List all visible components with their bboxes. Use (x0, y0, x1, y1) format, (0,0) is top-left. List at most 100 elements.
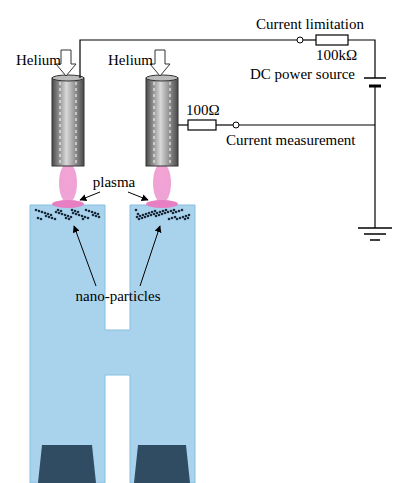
nano-particle (75, 213, 78, 216)
nano-particle (94, 212, 97, 215)
nano-particle (84, 216, 87, 219)
nano-particle (188, 214, 191, 217)
electrode-left (38, 445, 96, 483)
nano-particle (38, 210, 41, 213)
tube-left-top (52, 75, 84, 81)
resistance-value: 100kΩ (316, 47, 357, 64)
nano-particle (92, 214, 95, 217)
nano-particle (48, 216, 51, 219)
gas-label: Helium (108, 52, 153, 69)
nano-particle (97, 213, 100, 216)
helium-arrow (150, 50, 170, 76)
nano-particle (178, 210, 181, 213)
nano-particle (141, 217, 144, 220)
nano-particle (40, 218, 43, 221)
leader-arrow (80, 192, 100, 200)
nano-particle (45, 215, 48, 218)
wire (216, 124, 233, 125)
tube-left-inner (76, 82, 77, 164)
wire (374, 86, 375, 228)
nano-particle (74, 210, 77, 213)
part-label: nano-particles (76, 288, 161, 305)
resistance-value: 100Ω (186, 102, 220, 119)
nano-particle (88, 210, 91, 213)
nano-particle (58, 212, 61, 215)
ground-symbol (370, 239, 380, 241)
nano-particle (71, 209, 74, 212)
plasma-right (153, 163, 171, 203)
gas-label: Helium (16, 52, 61, 69)
nano-particle (70, 216, 73, 219)
nano-particle (55, 211, 58, 214)
nano-particle (37, 217, 40, 220)
nano-particle (181, 209, 184, 212)
nano-particle (64, 214, 67, 217)
leader-arrow (128, 192, 148, 200)
wire (178, 124, 188, 125)
leader-arrow (74, 226, 96, 286)
terminal (297, 37, 303, 43)
nano-particle (161, 213, 164, 216)
wire (303, 39, 316, 40)
nano-particle (182, 216, 185, 219)
nano-particle (175, 211, 178, 214)
nano-particles-dots (35, 209, 191, 221)
tube-left (52, 78, 84, 166)
nano-particle (165, 209, 168, 212)
part-label: DC power source (250, 66, 355, 83)
nano-particle (162, 210, 165, 213)
nano-particle (65, 217, 68, 220)
ground-symbol (358, 227, 392, 229)
nano-particle (145, 213, 148, 216)
electrode-right (134, 445, 190, 483)
nano-particle (147, 215, 150, 218)
nano-particle (148, 212, 151, 215)
nano-particle (85, 209, 88, 212)
nano-particle (98, 216, 101, 219)
nano-particle (187, 217, 190, 220)
nano-particle (184, 218, 187, 221)
nano-particle (44, 212, 47, 215)
tube-left-inner (60, 82, 61, 164)
nano-particle (77, 211, 80, 214)
nano-particle (168, 218, 171, 221)
nano-particle (139, 215, 142, 218)
h-container (30, 205, 195, 483)
nano-particle (185, 215, 188, 218)
tube-right (146, 78, 178, 166)
tube-right-inner (170, 82, 171, 164)
nano-particle (41, 211, 44, 214)
nano-particle (67, 215, 70, 218)
nano-particle (176, 218, 179, 221)
nano-particle (164, 212, 167, 215)
plasma-left (59, 163, 77, 203)
nano-particle (174, 216, 177, 219)
nano-particle (51, 217, 54, 220)
nano-particle (78, 214, 81, 217)
nano-particle (81, 215, 84, 218)
nano-particle (87, 217, 90, 220)
nano-particle (150, 214, 153, 217)
nano-particle (158, 214, 161, 217)
nano-particle (144, 216, 147, 219)
leader-arrow (140, 226, 160, 286)
nano-particle (47, 213, 50, 216)
nano-particle (159, 211, 162, 214)
nano-particle (61, 213, 64, 216)
nano-particle (91, 211, 94, 214)
nano-particle (172, 212, 175, 215)
nano-particle (151, 211, 154, 214)
nano-particle (167, 211, 170, 214)
nano-particle (72, 212, 75, 215)
nano-particle (137, 213, 140, 216)
plasma-left-spot (52, 200, 84, 208)
nano-particle (156, 212, 159, 215)
tube-right-inner (154, 82, 155, 164)
nano-particle (171, 217, 174, 220)
nano-particle (35, 209, 38, 212)
terminal (233, 122, 239, 128)
nano-particle (142, 214, 145, 217)
part-label: Current limitation (256, 16, 364, 33)
nano-particle (170, 210, 173, 213)
